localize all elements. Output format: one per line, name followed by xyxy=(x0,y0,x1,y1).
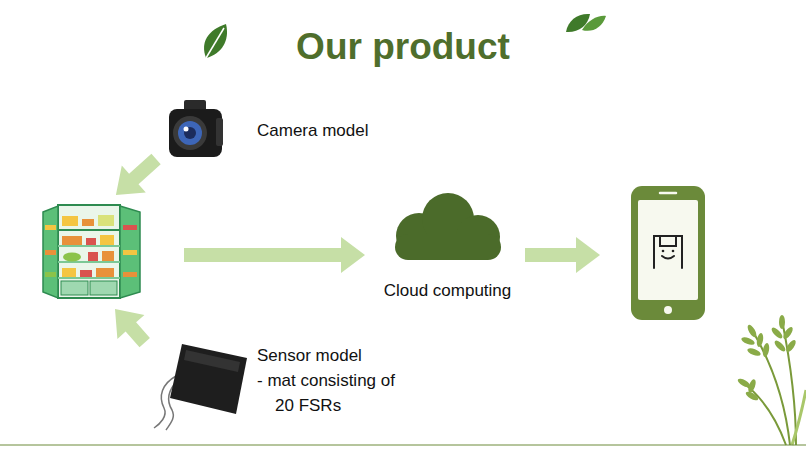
camera-icon xyxy=(169,100,223,157)
cloud-node: Cloud computing xyxy=(390,190,505,265)
cloud-icon xyxy=(395,193,501,260)
footer-rule xyxy=(0,445,806,446)
camera-node: Camera model xyxy=(165,100,225,160)
node-label: Cloud computing xyxy=(371,278,524,303)
phone-icon xyxy=(631,186,705,320)
node-bullet: - mat consisting of 20 FSRs xyxy=(257,368,403,418)
fridge-node xyxy=(42,203,142,300)
fridge-icon xyxy=(43,205,140,298)
sensor-node: Sensor model- mat consisting of 20 FSRs xyxy=(150,340,250,425)
flow-arrow xyxy=(116,154,161,195)
flow-arrow xyxy=(525,237,600,273)
node-heading: Sensor model xyxy=(257,343,362,368)
sensor-mat-icon xyxy=(154,344,247,430)
wheat-decoration xyxy=(736,315,806,445)
flow-arrow xyxy=(115,309,150,347)
flow-arrow xyxy=(184,237,365,273)
slide-title: Our product xyxy=(0,24,806,70)
node-label: Camera model xyxy=(257,118,369,143)
phone-node xyxy=(628,183,708,323)
